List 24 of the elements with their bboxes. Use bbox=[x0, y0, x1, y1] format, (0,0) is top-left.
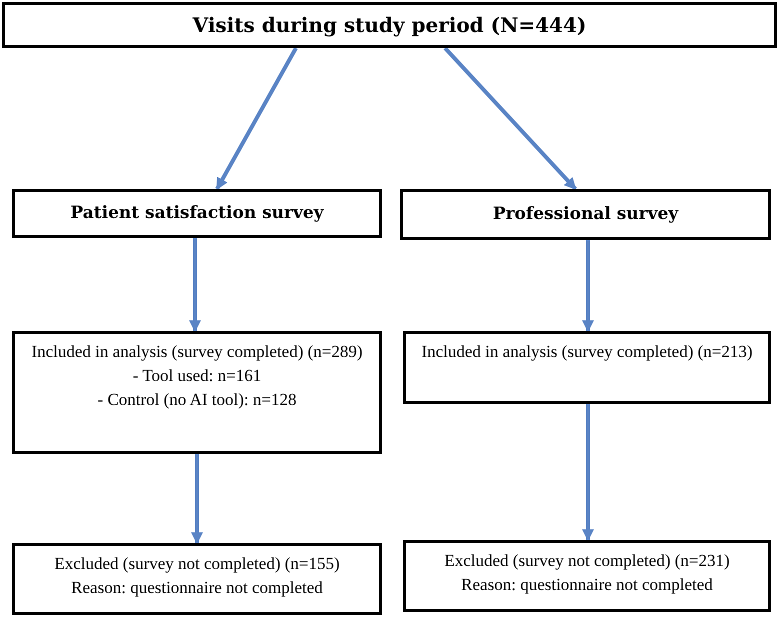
process-box bbox=[12, 331, 382, 454]
box-heading: Patient satisfaction survey bbox=[70, 202, 324, 225]
box-heading: Professional survey bbox=[492, 202, 678, 226]
process-box bbox=[12, 543, 382, 615]
box-text: Included in analysis (survey completed) (n=213) bbox=[421, 341, 753, 363]
arrow bbox=[191, 454, 203, 544]
box-text: - Tool used: n=161 bbox=[132, 364, 262, 387]
process-box bbox=[12, 189, 382, 238]
process-box bbox=[403, 540, 771, 612]
arrow bbox=[444, 46, 577, 190]
box-text: - Control (no AI tool): n=128 bbox=[98, 388, 296, 411]
arrow bbox=[582, 404, 594, 542]
box-text: Excluded (survey not completed) (n=231) bbox=[444, 550, 730, 572]
arrow bbox=[582, 240, 594, 332]
box-text: Reason: questionnaire not completed bbox=[71, 576, 323, 599]
process-box bbox=[400, 189, 771, 240]
box-text: Included in analysis (survey completed) (n=289) bbox=[31, 341, 363, 363]
title-box bbox=[2, 2, 777, 48]
box-text: Reason: questionnaire not completed bbox=[461, 574, 713, 596]
process-box bbox=[403, 331, 771, 404]
box-text: Excluded (survey not completed) (n=155) bbox=[54, 553, 340, 575]
title-text: Visits during study period (N=444) bbox=[192, 12, 586, 39]
arrow bbox=[189, 238, 201, 332]
arrow bbox=[215, 47, 298, 190]
